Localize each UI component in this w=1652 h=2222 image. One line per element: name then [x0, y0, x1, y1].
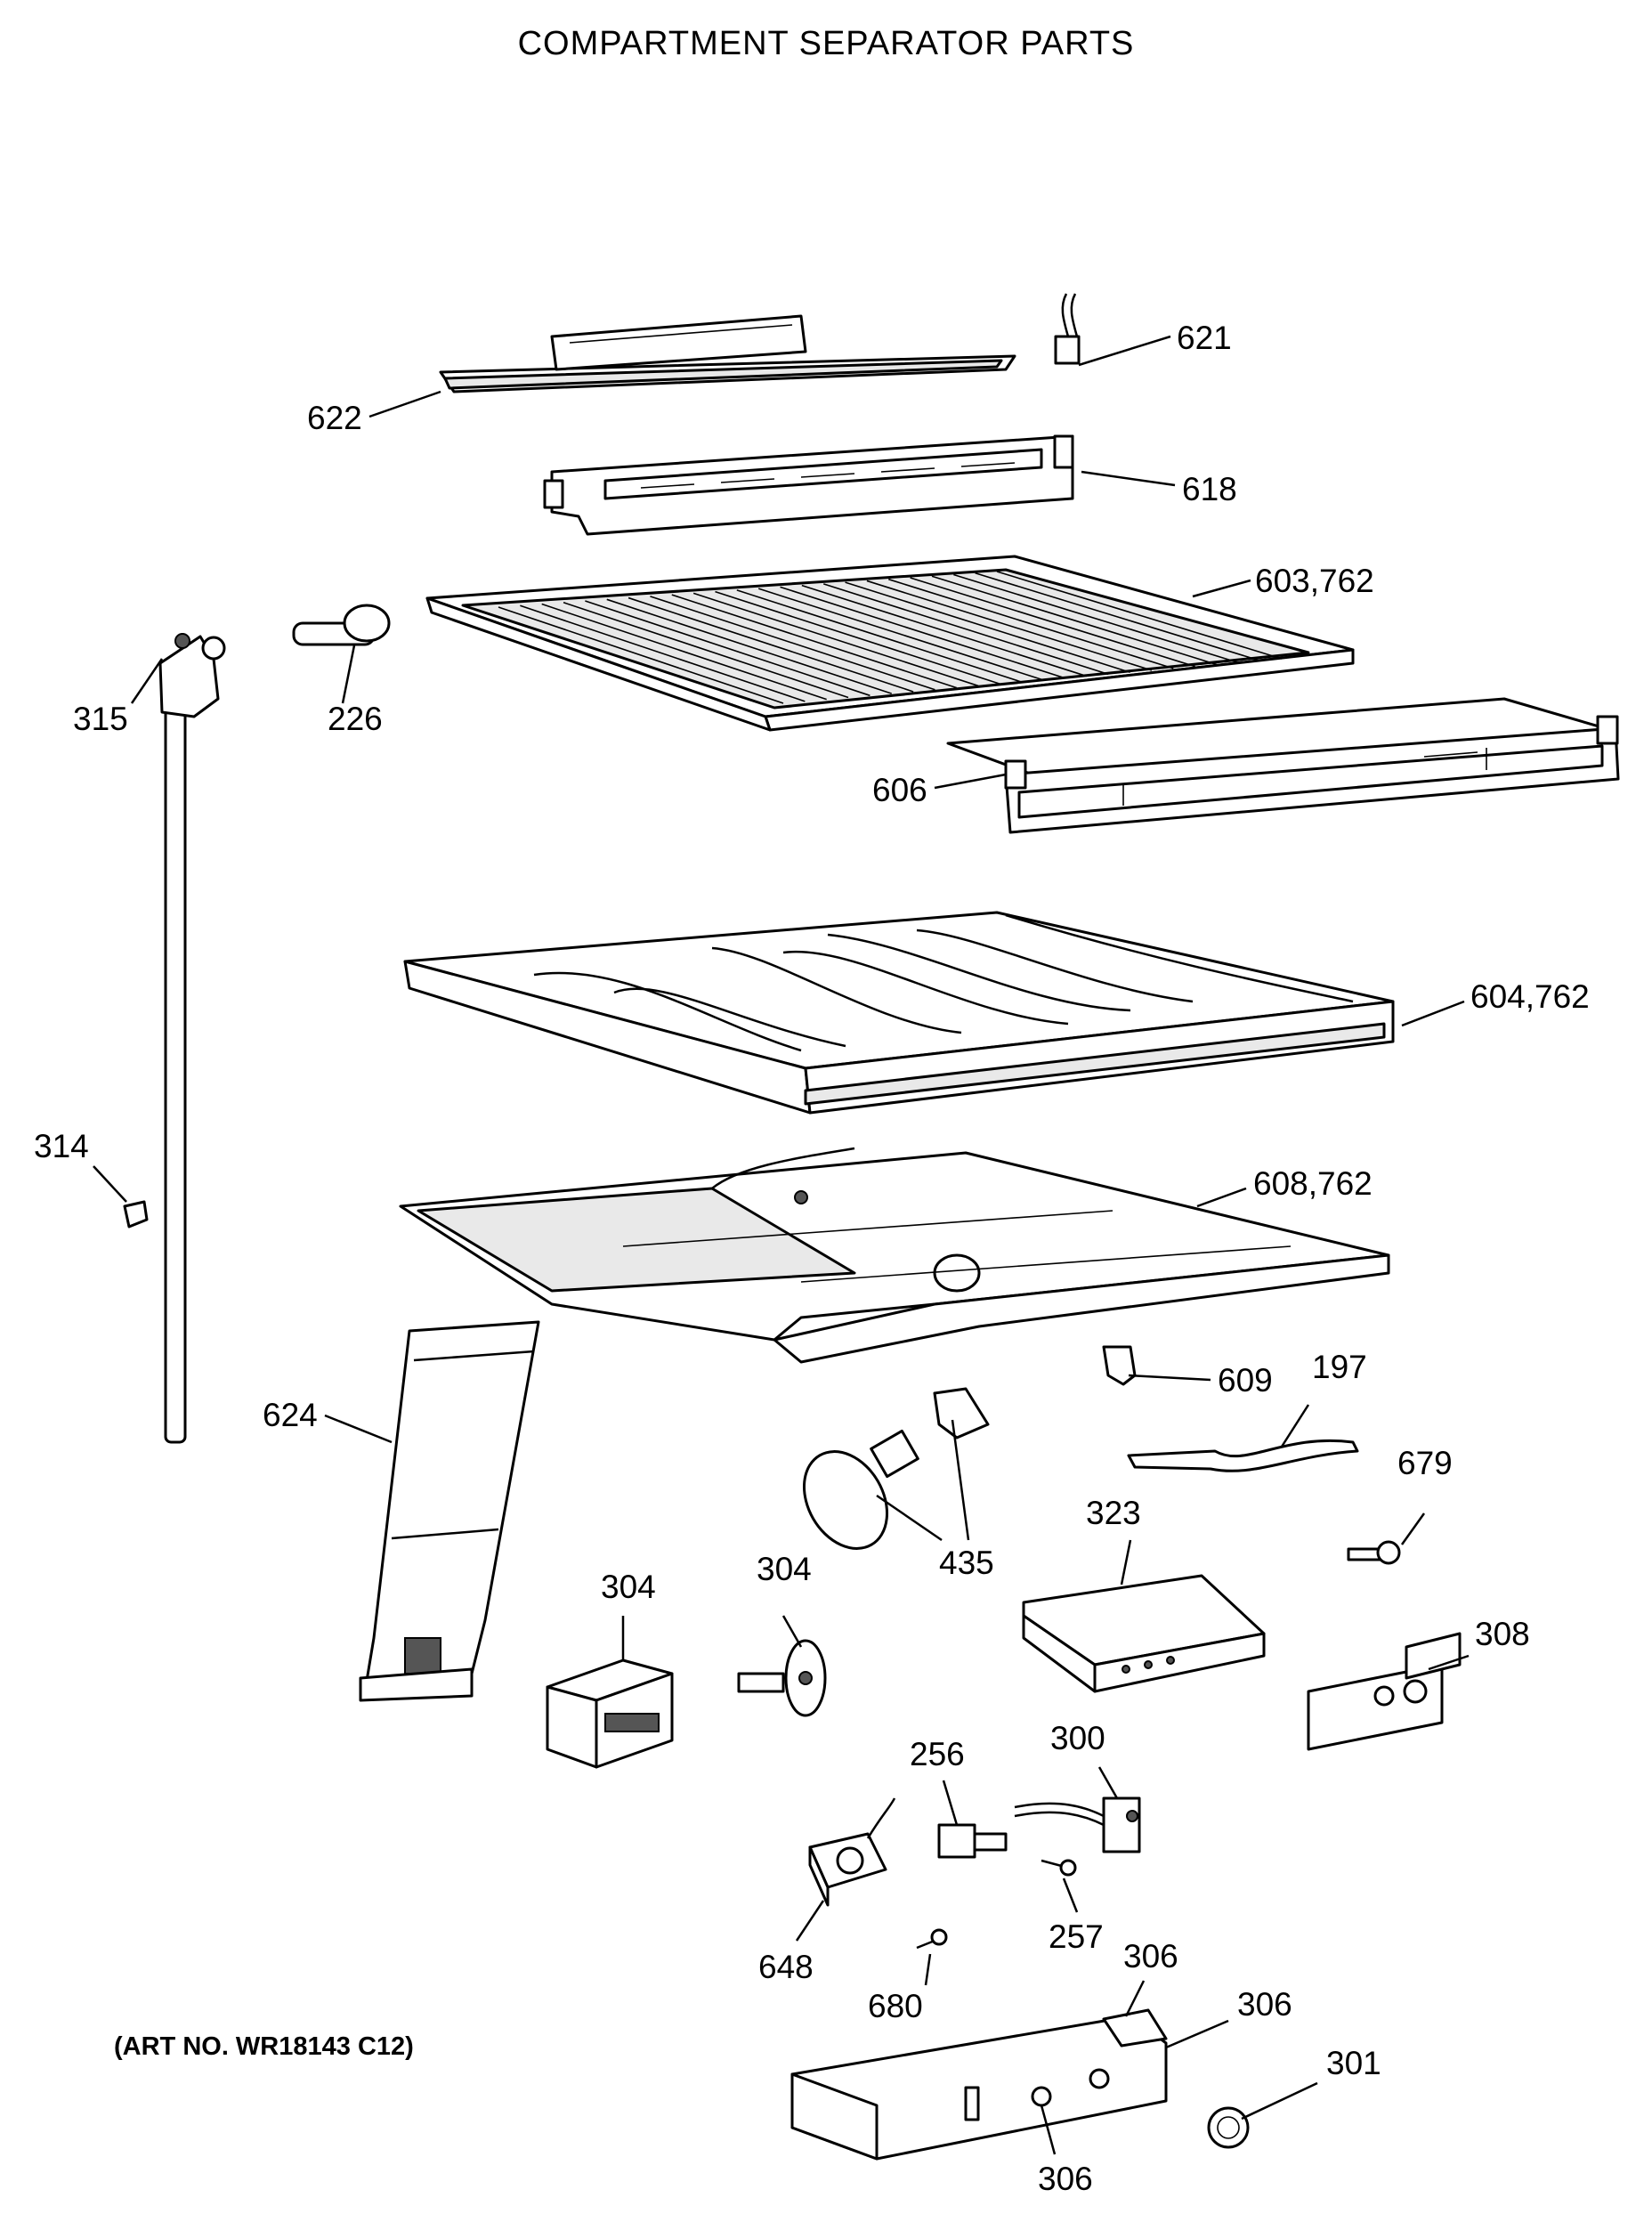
callout-300: 300	[1050, 1720, 1105, 1756]
part-256-switch	[937, 1823, 1008, 1859]
part-435-bulb	[802, 1387, 990, 1550]
shelf-slat	[736, 589, 1023, 683]
part-680-screw	[916, 1928, 948, 1950]
shelf-slat	[866, 580, 1153, 671]
shelf-slat	[975, 572, 1260, 661]
part-301-knob	[1207, 2106, 1250, 2149]
callout-256: 256	[910, 1736, 965, 1772]
callout-604: 604,762	[1470, 978, 1590, 1015]
callout-308: 308	[1475, 1616, 1530, 1652]
part-257-screw	[1041, 1859, 1077, 1877]
part-304-knob	[737, 1639, 827, 1717]
shelf-slat	[692, 592, 979, 687]
callout-608: 608,762	[1253, 1165, 1373, 1202]
callout-314: 314	[34, 1128, 89, 1164]
callout-301: 301	[1326, 2045, 1381, 2081]
shelf-slat	[650, 596, 935, 691]
part-609-clip	[1102, 1345, 1137, 1386]
callout-618: 618	[1182, 471, 1237, 507]
part-624-panel	[359, 1320, 540, 1702]
callout-labels: 621 622 618 603,762 315 226 606 604,762 …	[34, 320, 1590, 2197]
shelf-slat	[953, 573, 1239, 664]
callout-624: 624	[263, 1397, 318, 1433]
shelf-slat	[996, 571, 1283, 660]
callout-680: 680	[868, 1988, 923, 2024]
part-648-motor	[808, 1797, 896, 1907]
part-618-bracket	[543, 434, 1074, 536]
callout-622: 622	[307, 400, 362, 436]
part-622-cover	[439, 314, 1016, 393]
shelf-slat	[606, 598, 892, 694]
shelf-slat	[715, 590, 1000, 685]
callout-306-side: 306	[1237, 1986, 1292, 2023]
part-604-tray	[403, 911, 1395, 1115]
leader-lines	[93, 335, 1470, 2155]
part-603-shelf	[425, 555, 1355, 732]
part-304-block	[546, 1658, 674, 1769]
callout-226: 226	[328, 701, 383, 737]
part-197-strap	[1127, 1439, 1359, 1472]
part-608-tray	[399, 1147, 1390, 1364]
part-315-rod	[158, 633, 226, 1444]
shelf-slat	[563, 602, 849, 699]
shelf-slat	[845, 581, 1130, 673]
callout-304-knob: 304	[757, 1551, 812, 1587]
callout-323: 323	[1086, 1495, 1141, 1531]
callout-435: 435	[939, 1545, 994, 1581]
part-621-wire	[1054, 293, 1081, 365]
part-606-drawer	[946, 697, 1620, 834]
shelf-slat	[541, 603, 827, 701]
shelf-slat	[888, 578, 1174, 669]
shelf-slat	[757, 588, 1044, 681]
callout-609: 609	[1218, 1362, 1273, 1399]
callout-606: 606	[872, 772, 927, 808]
callout-603: 603,762	[1255, 563, 1374, 599]
callout-306-bottom: 306	[1038, 2161, 1093, 2197]
shelf-slat	[498, 606, 784, 704]
callout-679: 679	[1397, 1445, 1453, 1481]
callout-621: 621	[1177, 320, 1232, 356]
art-number: (ART NO. WR18143 C12)	[114, 2032, 414, 2061]
part-300-switch	[1014, 1796, 1141, 1853]
part-306-bracket	[790, 2008, 1168, 2161]
shelf-slat	[780, 586, 1065, 679]
callout-304-block: 304	[601, 1569, 656, 1605]
shelf-slat	[801, 584, 1088, 677]
part-314-clip	[123, 1200, 149, 1229]
callout-257: 257	[1049, 1918, 1104, 1955]
callout-306-top: 306	[1123, 1938, 1178, 1975]
shelf-slat	[671, 594, 958, 689]
shelf-slat	[585, 600, 871, 697]
shelf-slat	[520, 604, 806, 702]
part-308-plate	[1307, 1632, 1462, 1751]
diagram-title: COMPARTMENT SEPARATOR PARTS	[517, 25, 1135, 62]
shelf-slat	[822, 583, 1109, 676]
shelf-slat	[931, 575, 1218, 666]
callout-315: 315	[73, 701, 128, 737]
shelf-slat	[910, 577, 1195, 668]
part-226-cap	[292, 604, 391, 646]
part-323-housing	[1022, 1574, 1266, 1693]
callout-648: 648	[758, 1949, 814, 1985]
part-679-screw	[1347, 1540, 1401, 1565]
callout-197: 197	[1312, 1349, 1367, 1385]
shelf-slat	[628, 596, 914, 693]
